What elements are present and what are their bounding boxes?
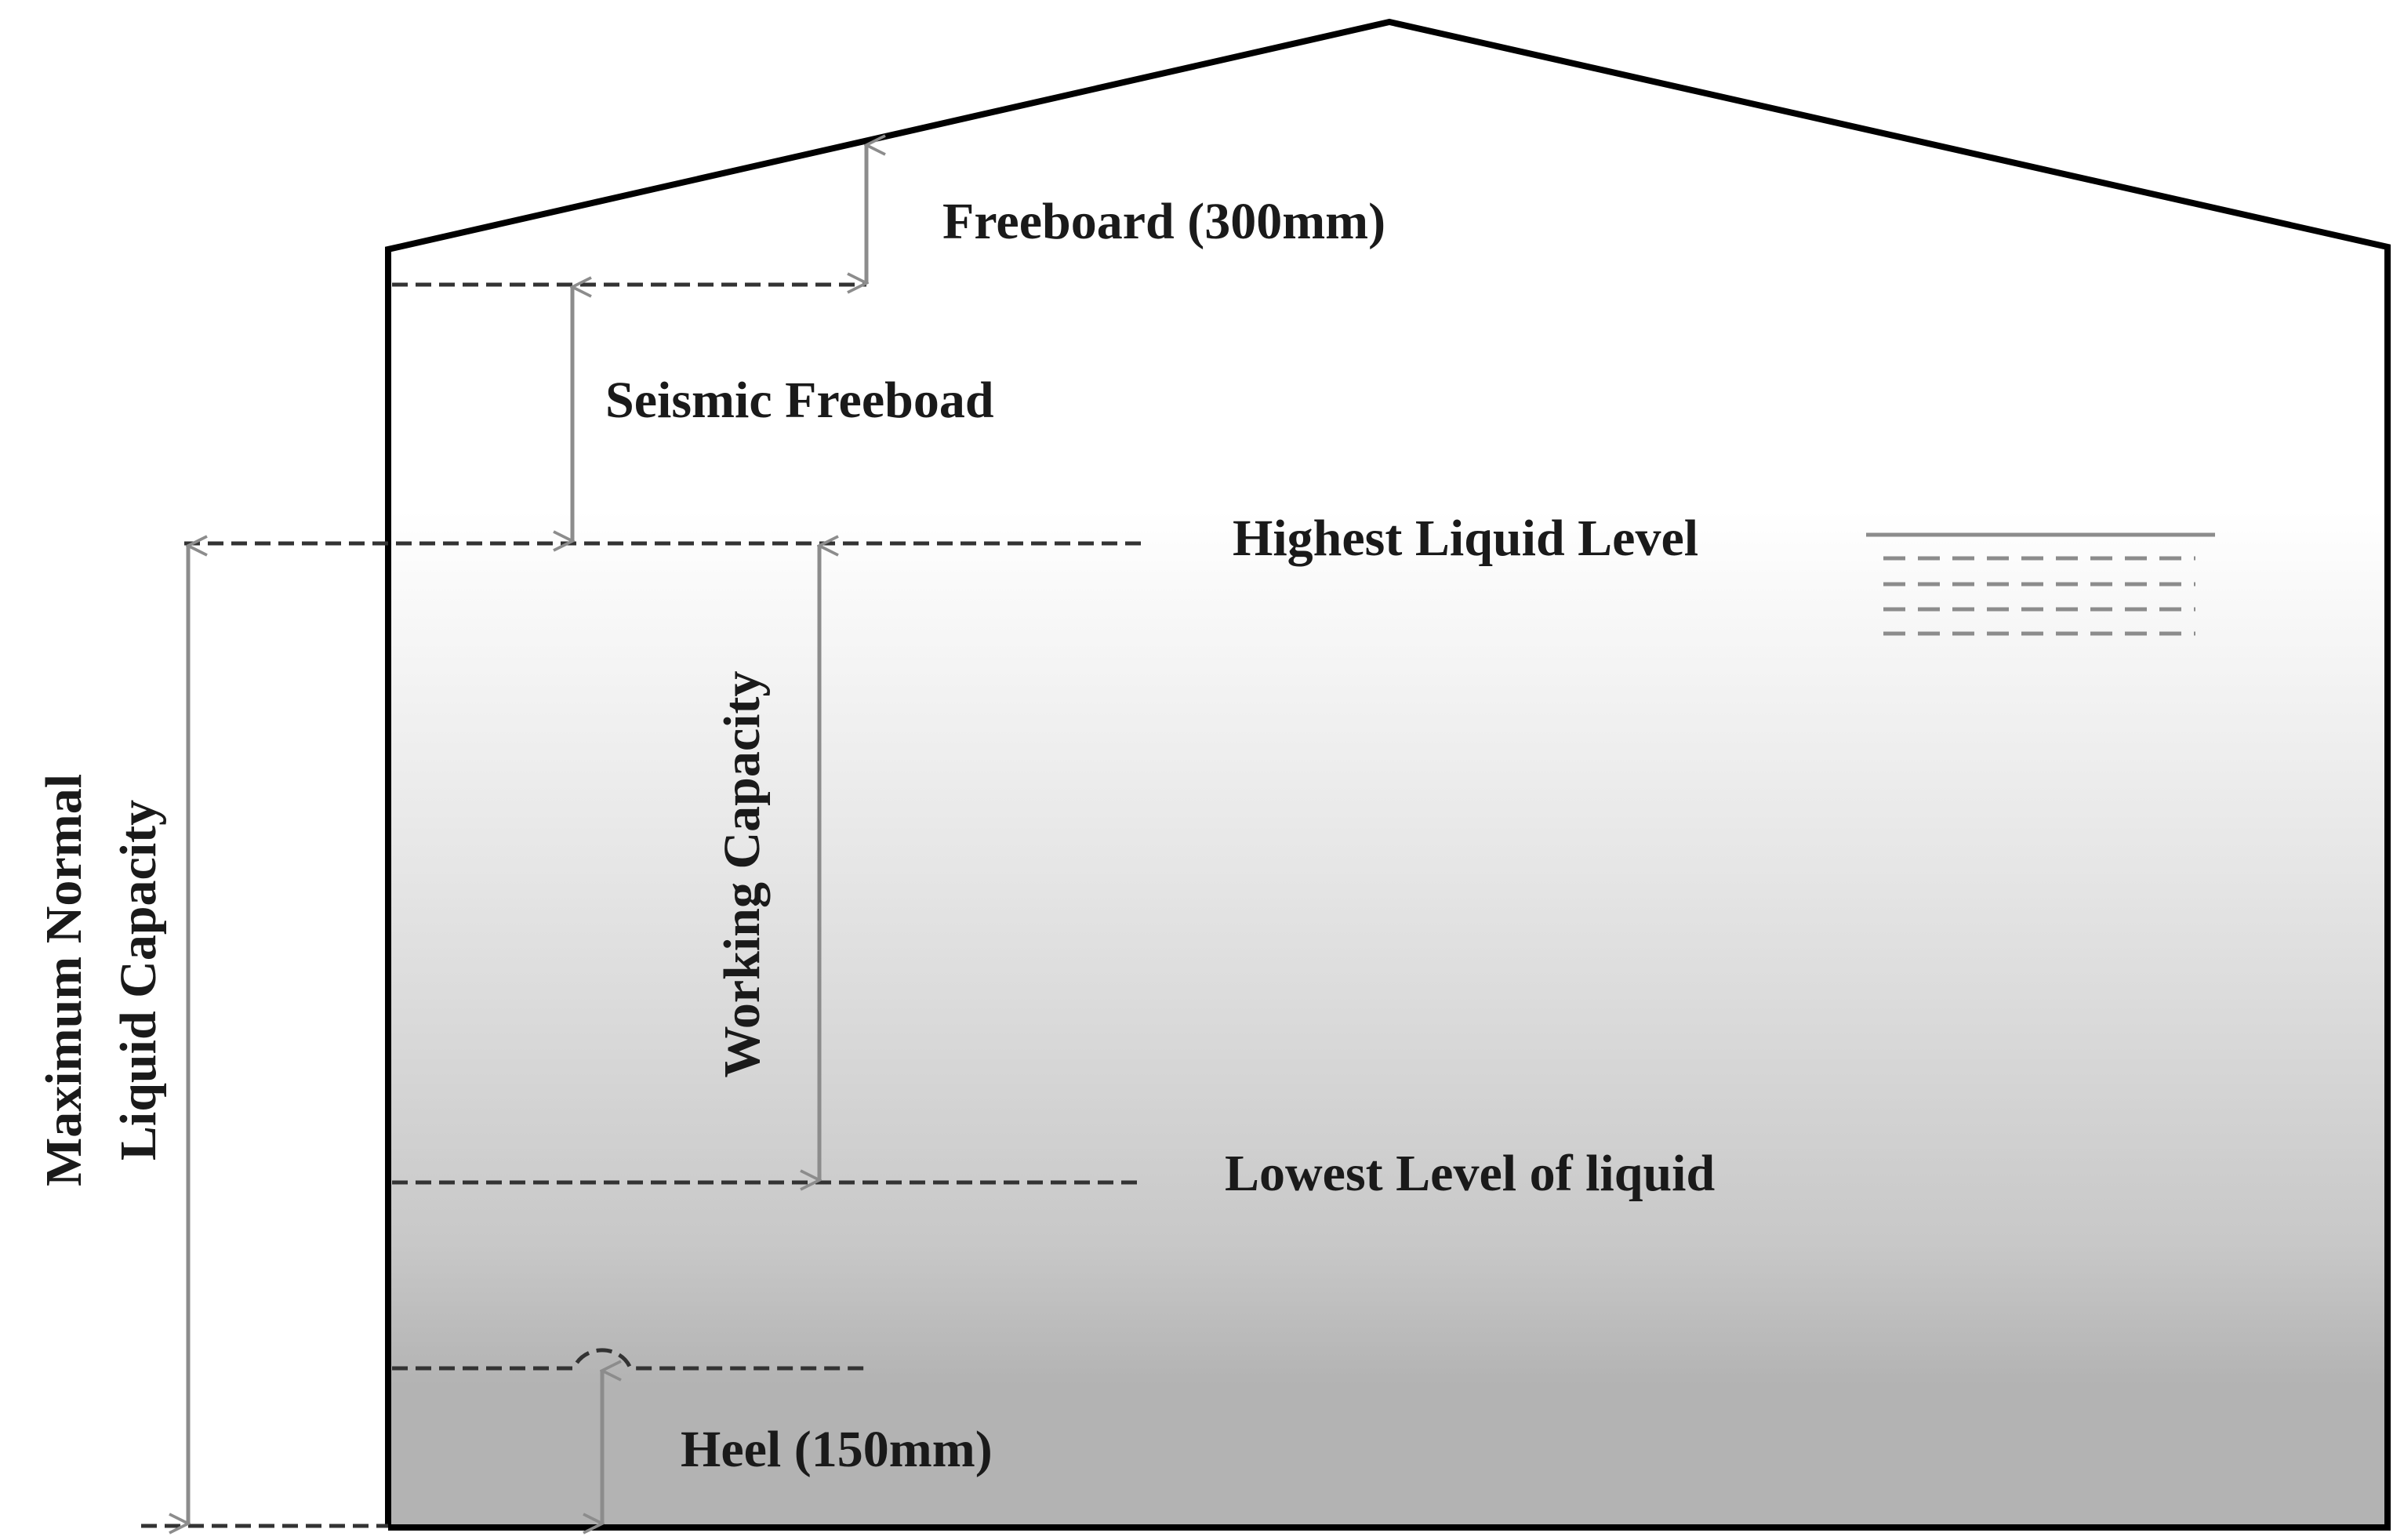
working-capacity-label: Working Capacity <box>714 671 771 1078</box>
seismic-freeboard-label: Seismic Freeboad <box>605 372 994 429</box>
freeboard-label: Freeboard (300mm) <box>942 193 1385 250</box>
max-normal-capacity-label-line2: Liquid Capacity <box>110 800 167 1160</box>
liquid-surface-symbol <box>1866 532 2215 636</box>
lowest-level-label: Lowest Level of liquid <box>1225 1145 1715 1202</box>
heel-label: Heel (150mm) <box>681 1421 993 1478</box>
heel-level-line <box>392 1348 870 1371</box>
tank-outline <box>385 18 2391 1531</box>
liquid-fill <box>388 510 2388 1527</box>
highest-liquid-level-label: Highest Liquid Level <box>1233 510 1698 567</box>
max-normal-capacity-label-line1: Maximum Normal <box>35 774 93 1186</box>
